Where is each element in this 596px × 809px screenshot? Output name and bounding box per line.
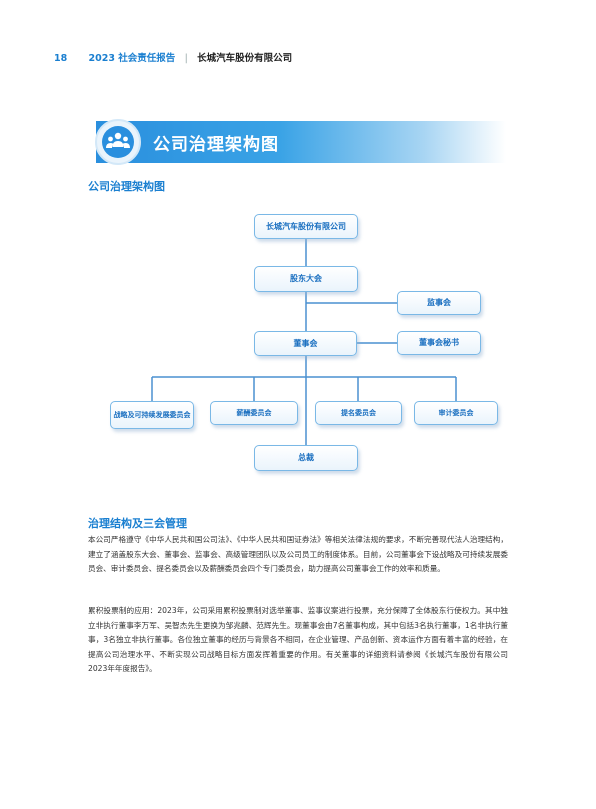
section-banner: 公司治理架构图 [96, 121, 506, 163]
report-title: 2023 社会责任报告 [88, 53, 176, 64]
strategy-committee-line1: 战略及可持续 [113, 410, 156, 419]
header-separator: | [184, 53, 188, 64]
governance-paragraph-2: 累积投票制的应用：2023年，公司采用累积投票制对选举董事、监事议案进行投票，充… [88, 606, 508, 674]
chart-heading: 公司治理架构图 [88, 180, 165, 193]
org-node-board-secretary: 董事会秘书 [397, 331, 481, 355]
page-number: 18 [54, 53, 68, 64]
org-node-president: 总裁 [254, 445, 358, 471]
people-group-icon [106, 132, 130, 148]
page-header: 18 2023 社会责任报告 | 长城汽车股份有限公司 [54, 50, 292, 64]
governance-paragraph-1: 本公司严格遵守《中华人民共和国公司法》、《中华人民共和国证券法》等相关法律法规的… [88, 535, 508, 574]
strategy-committee-line2: 发展委员会 [155, 410, 191, 419]
org-node-company: 长城汽车股份有限公司 [254, 214, 358, 239]
org-node-audit-committee: 审计委员会 [414, 401, 498, 425]
section-icon-badge [95, 119, 141, 165]
governance-heading: 治理结构及三会管理 [88, 517, 187, 530]
org-node-board: 董事会 [254, 331, 357, 356]
org-node-shareholders-meeting: 股东大会 [254, 266, 358, 292]
section-title: 公司治理架构图 [153, 135, 279, 155]
company-name: 长城汽车股份有限公司 [197, 53, 293, 64]
org-node-remuneration-committee: 薪酬委员会 [210, 401, 298, 425]
org-node-strategy-committee: 战略及可持续 发展委员会 [110, 401, 194, 429]
org-node-supervisory-board: 监事会 [397, 291, 481, 315]
org-node-nomination-committee: 提名委员会 [315, 401, 402, 425]
